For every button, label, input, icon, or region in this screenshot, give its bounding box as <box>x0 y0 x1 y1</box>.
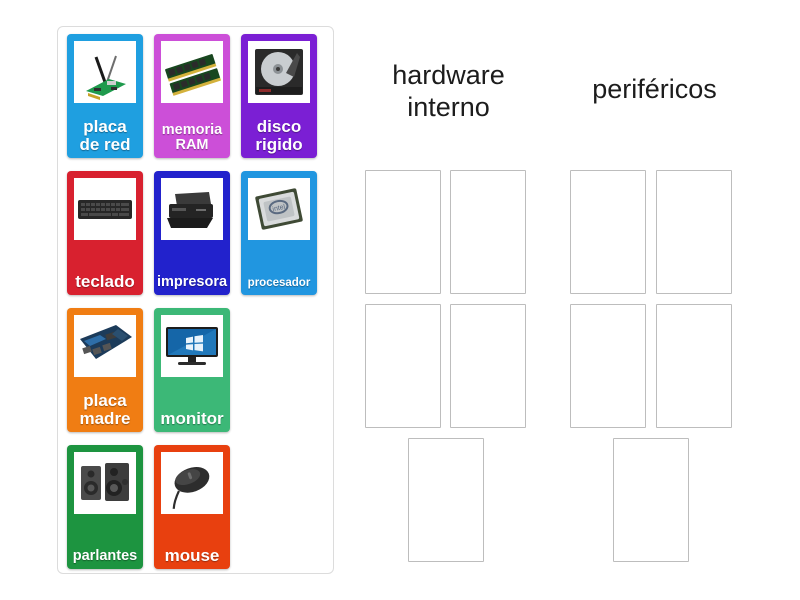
drop-slot-perifericos-3[interactable] <box>570 304 646 428</box>
item-tile-label: mouse <box>164 545 220 565</box>
keyboard-icon <box>74 178 136 240</box>
monitor-icon <box>161 315 223 377</box>
item-tile-monitor[interactable]: monitor <box>154 308 230 432</box>
drop-slot-perifericos-4[interactable] <box>656 304 732 428</box>
drop-slot-perifericos-1[interactable] <box>570 170 646 294</box>
item-tile-procesador[interactable]: intel procesador <box>241 171 317 295</box>
item-tile-label: teclado <box>75 271 135 291</box>
drop-slot-hardware-interno-4[interactable] <box>450 304 526 428</box>
motherboard-icon <box>74 315 136 377</box>
drop-slot-perifericos-2[interactable] <box>656 170 732 294</box>
drop-slot-hardware-interno-3[interactable] <box>365 304 441 428</box>
item-tile-label: impresora <box>156 274 228 291</box>
category-title-perifericos: periféricos <box>592 74 717 104</box>
speakers-icon <box>74 452 136 514</box>
item-tile-teclado[interactable]: teclado <box>67 171 143 295</box>
item-tile-mouse[interactable]: mouse <box>154 445 230 569</box>
drop-slot-hardware-interno-2[interactable] <box>450 170 526 294</box>
printer-icon <box>161 178 223 240</box>
item-tile-label: monitor <box>160 408 224 428</box>
hard-disk-icon <box>248 41 310 103</box>
item-tile-impresora[interactable]: impresora <box>154 171 230 295</box>
drop-slot-hardware-interno-5[interactable] <box>408 438 484 562</box>
drop-slot-perifericos-5[interactable] <box>613 438 689 562</box>
ram-module-icon <box>161 41 223 103</box>
item-tile-label: parlantes <box>72 548 138 565</box>
svg-text:intel: intel <box>272 204 286 214</box>
mouse-icon <box>161 452 223 514</box>
cpu-icon: intel <box>248 178 310 240</box>
item-tile-parlantes[interactable]: parlantes <box>67 445 143 569</box>
network-card-icon <box>74 41 136 103</box>
drop-slot-hardware-interno-1[interactable] <box>365 170 441 294</box>
item-tile-label: procesador <box>247 277 311 290</box>
